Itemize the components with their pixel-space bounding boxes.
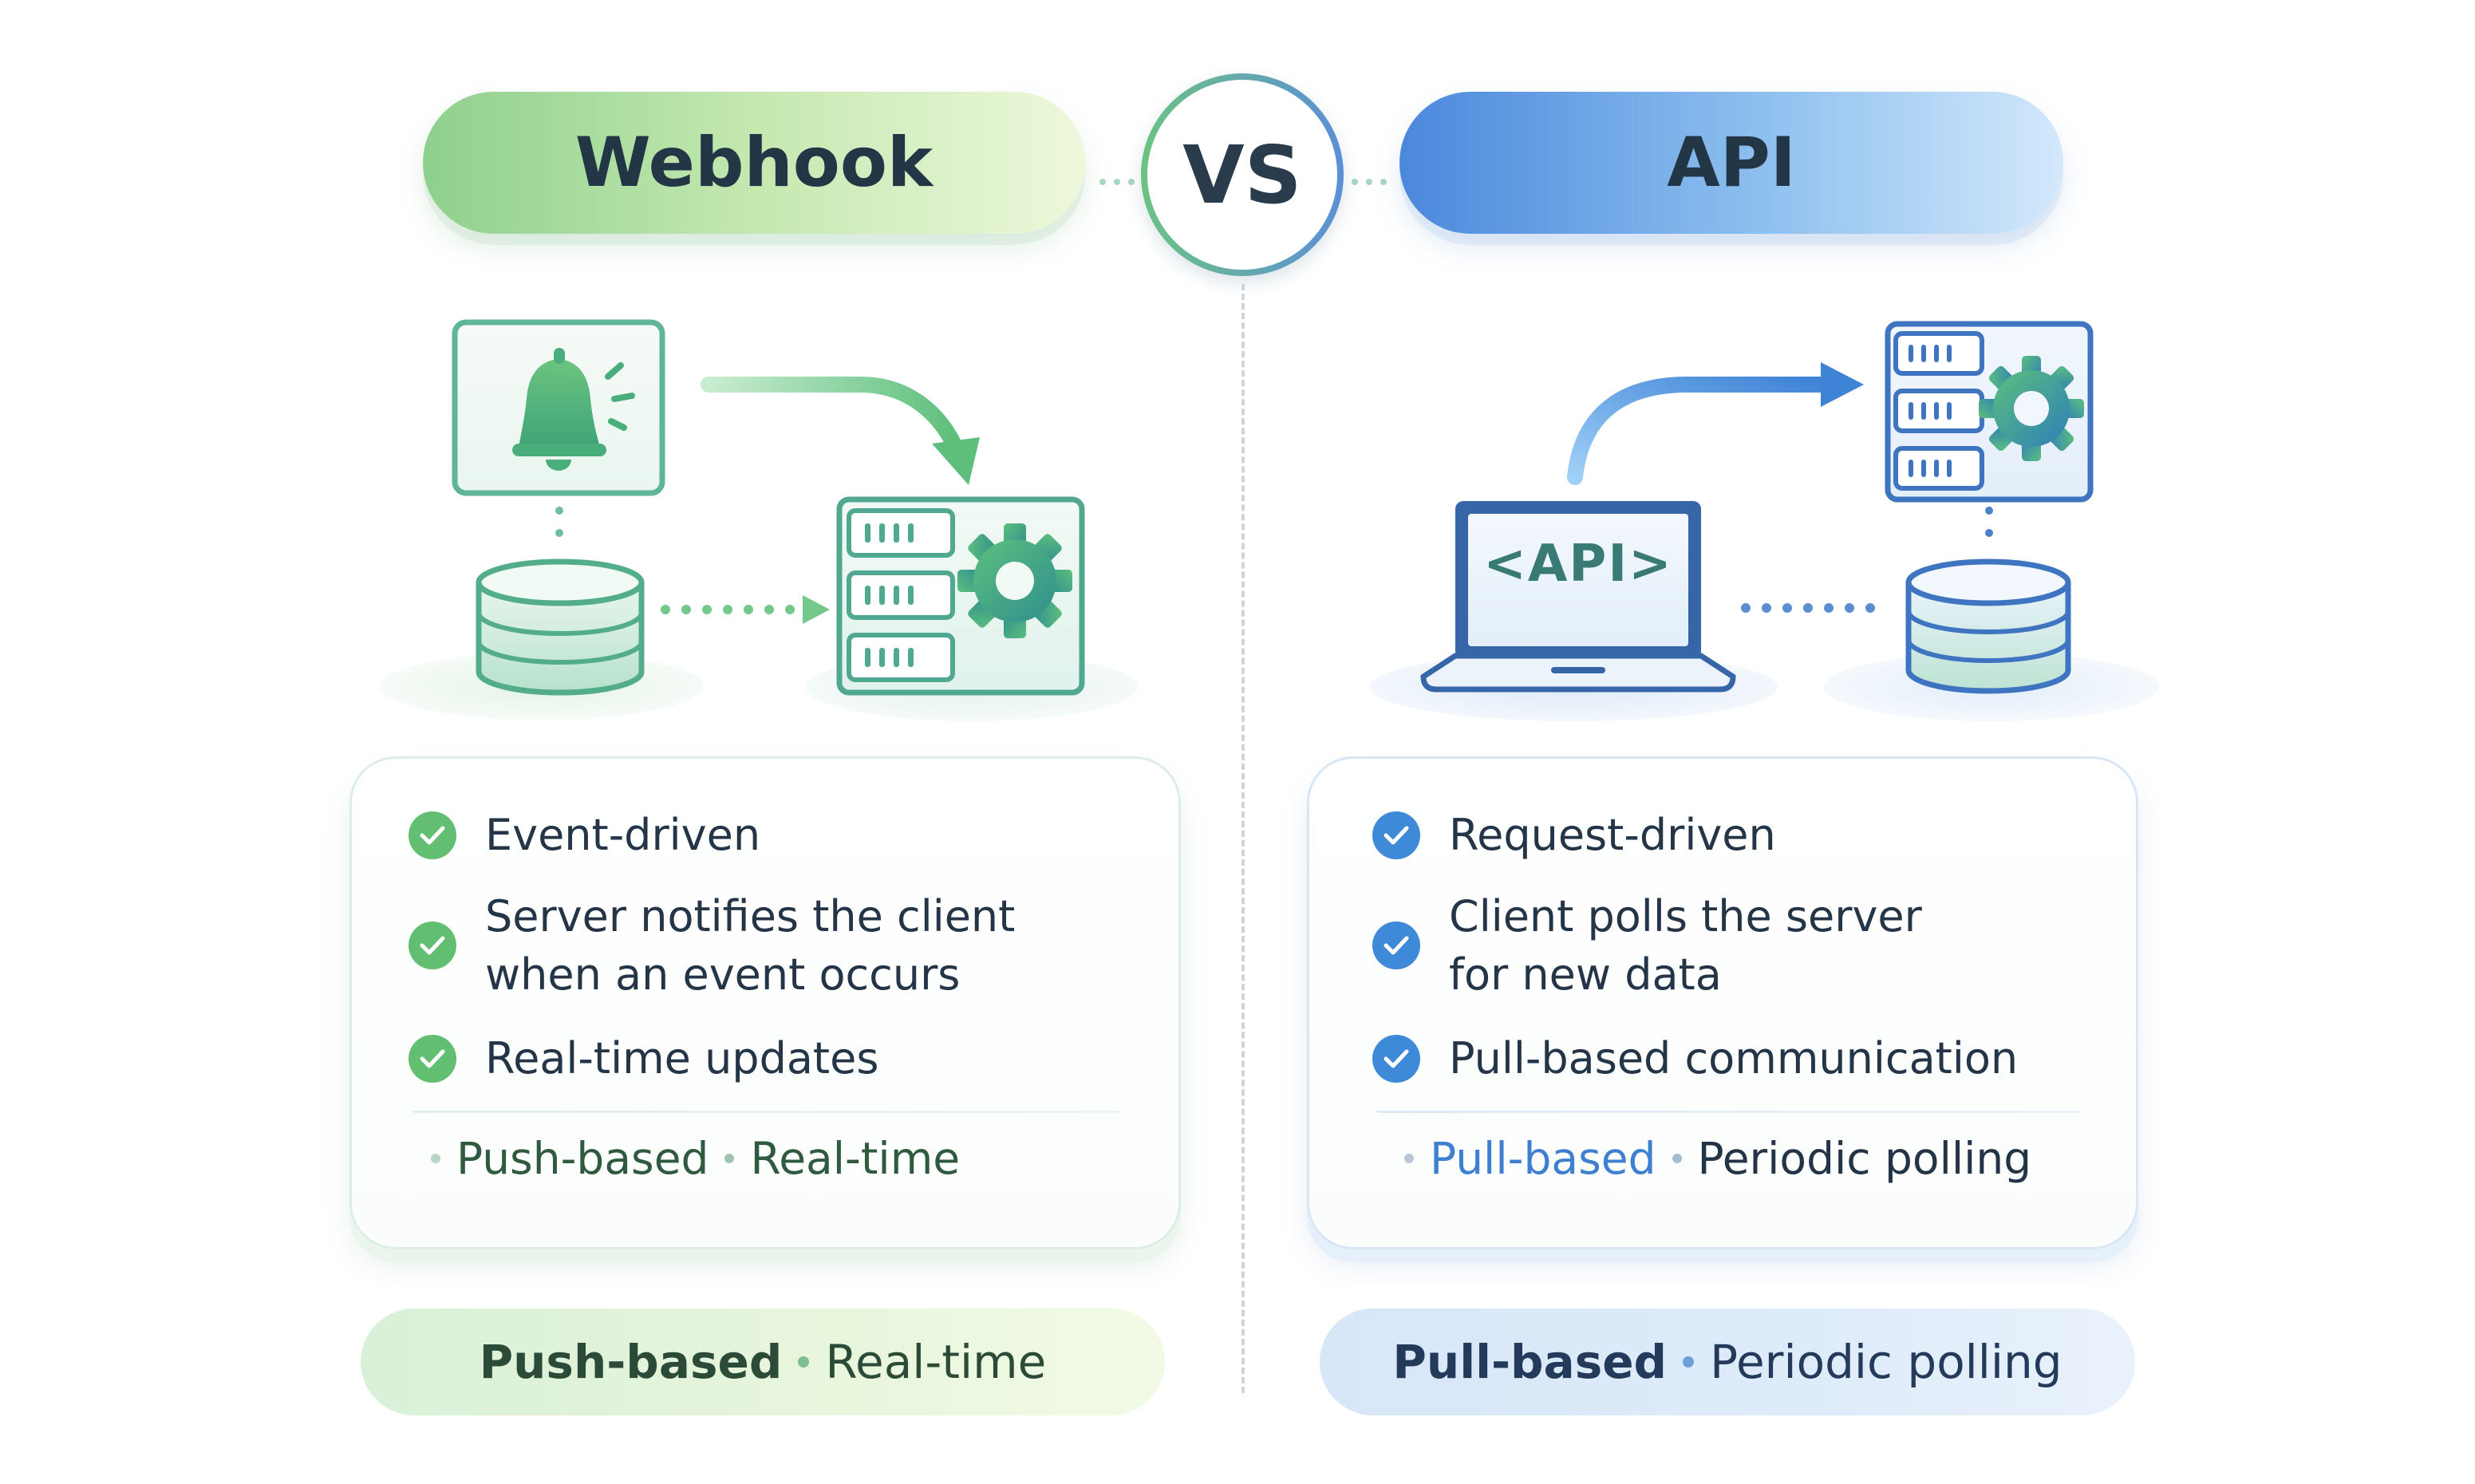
item-text-line: Server notifies the client — [485, 891, 1016, 941]
divider — [413, 1111, 1120, 1113]
bullet-dot — [1404, 1154, 1414, 1163]
check-icon — [409, 811, 456, 859]
api-title-pill: API — [1399, 92, 2063, 234]
list-item: Event-driven — [409, 806, 760, 864]
tag: Pull-based — [1430, 1133, 1656, 1184]
connector-dots — [1739, 600, 1883, 616]
database-icon — [472, 558, 648, 696]
webhook-features-card — [349, 756, 1181, 1249]
bullet-dot — [798, 1356, 810, 1368]
center-divider — [1241, 284, 1245, 1393]
list-item: Real-time updates — [409, 1029, 878, 1087]
vs-label: VS — [1182, 128, 1302, 222]
server-gear-icon — [1883, 319, 2095, 504]
list-item: Request-driven — [1372, 806, 1776, 864]
api-tags: Pull-based Periodic polling — [1404, 1133, 2031, 1184]
item-text: Client polls the server for new data — [1449, 887, 1922, 1004]
bullet-dot — [724, 1154, 735, 1163]
item-text: Real-time updates — [485, 1033, 879, 1083]
connector-dots — [1984, 504, 1995, 544]
check-icon — [1372, 1034, 1420, 1083]
item-text: Server notifies the client when an event… — [485, 887, 1015, 1004]
item-text: Pull-based communication — [1449, 1033, 2019, 1083]
database-icon — [1902, 558, 2074, 694]
api-title: API — [1667, 123, 1796, 203]
connector-arrow — [659, 592, 833, 627]
item-text: Request-driven — [1449, 810, 1776, 860]
bullet-dot — [431, 1154, 440, 1163]
webhook-tags: Push-based Real-time — [431, 1133, 960, 1184]
connector-dots-right — [1350, 174, 1398, 185]
summary-label: Periodic polling — [1710, 1335, 2062, 1389]
summary-label: Real-time — [825, 1335, 1047, 1389]
arrow-icon — [701, 365, 988, 493]
bell-icon — [452, 319, 665, 496]
check-icon — [1372, 811, 1420, 859]
tag: Periodic polling — [1697, 1133, 2032, 1184]
item-text: Event-driven — [485, 810, 761, 860]
divider — [1377, 1111, 2081, 1113]
laptop-screen-label: <API> — [1483, 535, 1673, 594]
bullet-dot — [1672, 1154, 1682, 1163]
api-summary-pill: Pull-based Periodic polling — [1320, 1308, 2135, 1415]
item-text-line: when an event occurs — [485, 949, 961, 1000]
list-item: Client polls the server for new data — [1372, 887, 1922, 1004]
item-text-line: Client polls the server — [1449, 891, 1922, 941]
connector-dots-left — [1098, 174, 1146, 185]
api-features-card — [1307, 756, 2138, 1249]
summary-label: Push-based — [479, 1335, 783, 1389]
arrow-icon — [1564, 351, 1875, 487]
webhook-title-pill: Webhook — [423, 92, 1085, 234]
vs-badge: VS — [1141, 73, 1344, 276]
item-text-line: for new data — [1449, 949, 1722, 1000]
check-icon — [409, 1034, 456, 1083]
laptop-icon — [1419, 496, 1738, 694]
list-item: Server notifies the client when an event… — [409, 887, 1015, 1004]
list-item: Pull-based communication — [1372, 1029, 2018, 1087]
tag: Push-based — [456, 1133, 709, 1184]
bullet-dot — [1683, 1356, 1695, 1368]
summary-label: Pull-based — [1392, 1335, 1668, 1389]
webhook-title: Webhook — [574, 123, 934, 203]
check-icon — [1372, 922, 1420, 969]
server-gear-icon — [835, 495, 1087, 697]
webhook-summary-pill: Push-based Real-time — [361, 1308, 1165, 1415]
check-icon — [409, 922, 456, 969]
connector-dots — [554, 503, 565, 543]
tag: Real-time — [750, 1133, 961, 1184]
